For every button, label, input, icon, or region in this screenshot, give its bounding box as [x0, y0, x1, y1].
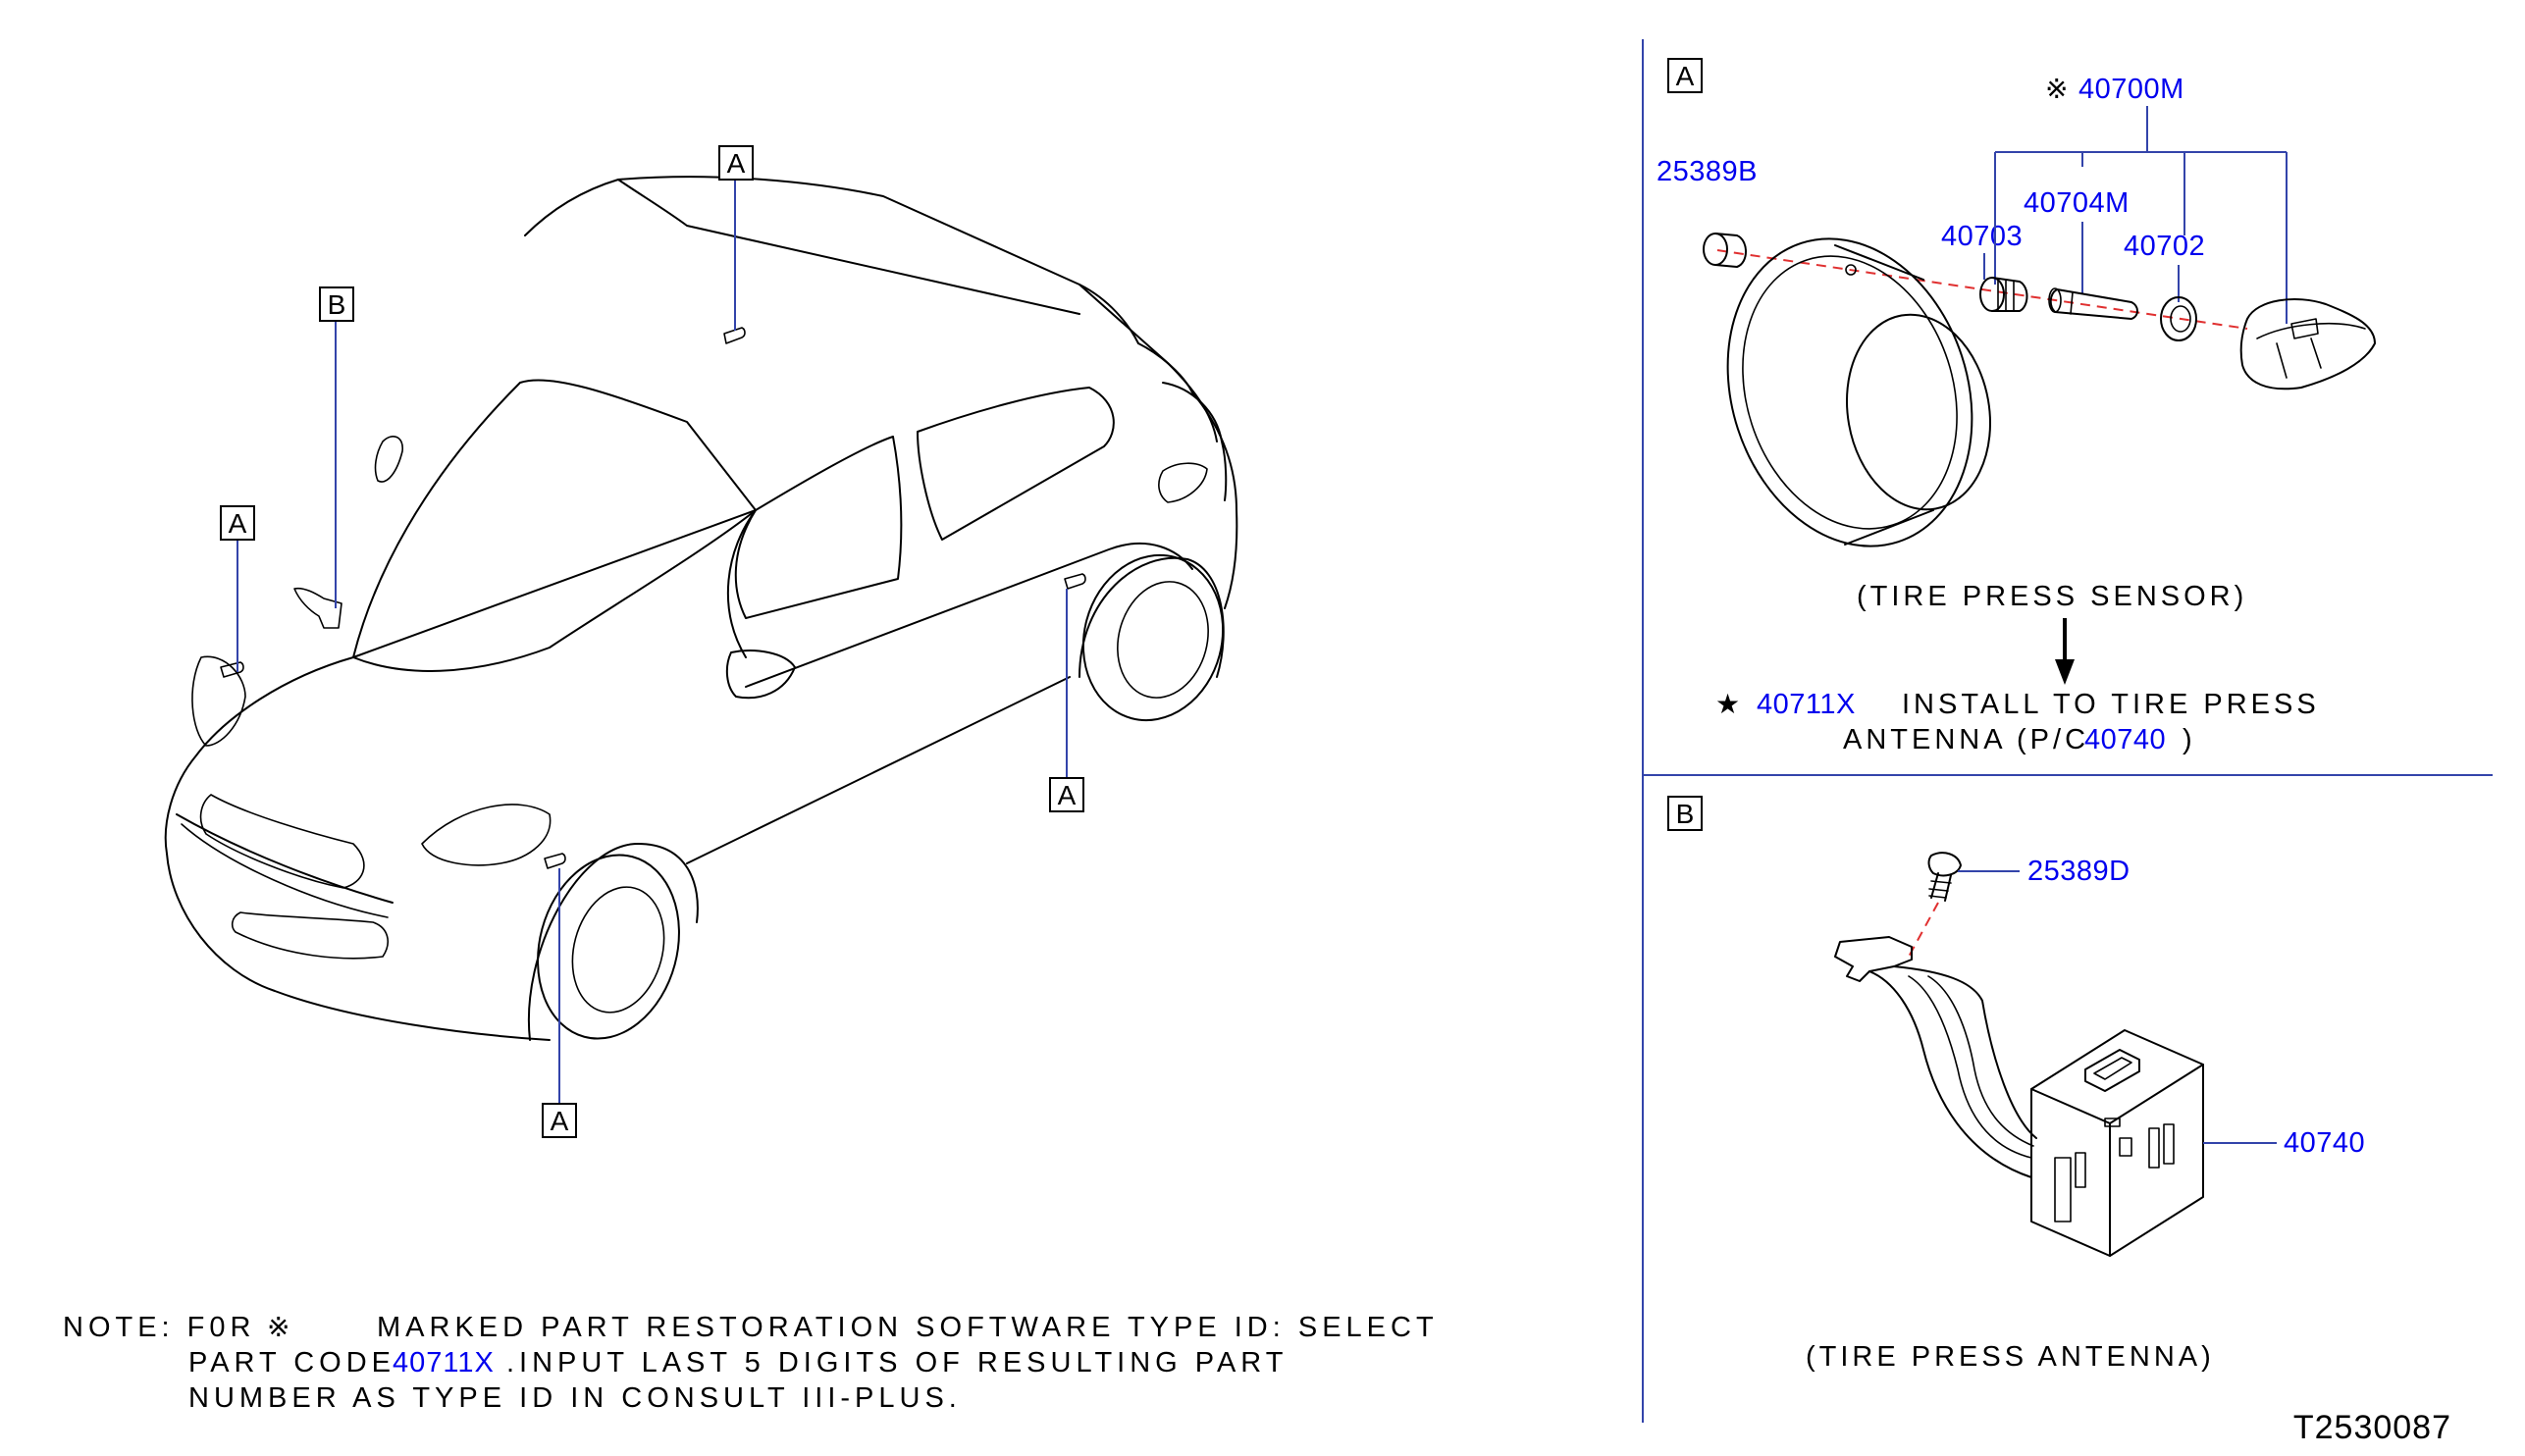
section-a: A ※ 40700M 25389B 40704M 40703 40702: [1657, 58, 2376, 755]
star-icon: ★: [1715, 689, 1740, 719]
callout-a-left: A: [220, 505, 255, 541]
valve-cap-25389b: [1703, 233, 1747, 268]
arrow-down-icon: [2055, 618, 2075, 685]
part-40711x: 40711X: [1757, 689, 1856, 720]
note-line1-start: NOTE: F0R: [63, 1312, 255, 1343]
note-line1-end: MARKED PART RESTORATION SOFTWARE TYPE ID…: [377, 1312, 1439, 1343]
svg-text:B: B: [328, 289, 346, 320]
note-line2-start: PART CODE: [188, 1347, 395, 1378]
nut-40703: [1979, 277, 2028, 312]
svg-text:A: A: [1058, 780, 1077, 810]
note-line2-end: .INPUT LAST 5 DIGITS OF RESULTING PART: [506, 1347, 1288, 1378]
section-b: B 25389D: [1667, 796, 2365, 1373]
screw-25389d-icon: [1927, 852, 1962, 902]
wheel-rim-icon: [1726, 237, 1992, 547]
section-b-label: B: [1676, 799, 1695, 829]
callout-a-right: A: [1049, 777, 1084, 812]
section-dividers: [1642, 39, 2493, 1423]
part-25389d: 25389D: [2027, 856, 2130, 887]
part-40703: 40703: [1941, 221, 2023, 252]
tire-sensor-caption: (TIRE PRESS SENSOR): [1857, 581, 2247, 612]
part-25389b: 25389B: [1657, 156, 1758, 187]
note-part-40711x: 40711X: [393, 1347, 495, 1378]
reference-mark-note: ※: [267, 1312, 289, 1342]
section-a-label-box: [1667, 58, 1703, 93]
callout-a-top: A: [718, 145, 754, 181]
tire-antenna-caption: (TIRE PRESS ANTENNA): [1806, 1341, 2215, 1373]
section-a-label: A: [1676, 61, 1695, 91]
section-b-label-box: [1667, 796, 1703, 831]
part-40702: 40702: [2124, 231, 2205, 262]
part-40740-ref: 40740: [2084, 724, 2166, 755]
part-40700m: 40700M: [2078, 74, 2184, 105]
tire-antenna-icon: [1834, 936, 2277, 1257]
svg-text:A: A: [229, 508, 247, 539]
callout-a-bottom: A: [542, 1103, 577, 1138]
install-text: INSTALL TO TIRE PRESS: [1902, 689, 2320, 720]
note-line3: NUMBER AS TYPE ID IN CONSULT III-PLUS.: [188, 1382, 962, 1414]
part-40704m: 40704M: [2024, 187, 2130, 219]
tire-sensor-icon: [2239, 298, 2376, 390]
svg-text:A: A: [551, 1106, 569, 1136]
valve-stem-40704m: [2048, 287, 2138, 320]
car-illustration: [164, 176, 1238, 1041]
note-block: NOTE: F0R ※ MARKED PART RESTORATION SOFT…: [63, 1312, 1439, 1414]
car-callout-lines: [237, 180, 1068, 1104]
reference-mark: ※: [2045, 74, 2068, 104]
antenna-close: ): [2183, 724, 2196, 755]
grommet-40702: [2160, 296, 2197, 341]
callout-b: B: [319, 286, 354, 322]
svg-text:A: A: [727, 148, 746, 179]
diagram-id: T2530087: [2293, 1409, 2451, 1446]
part-40740: 40740: [2284, 1127, 2365, 1159]
antenna-text: ANTENNA (P/C: [1843, 724, 2089, 755]
